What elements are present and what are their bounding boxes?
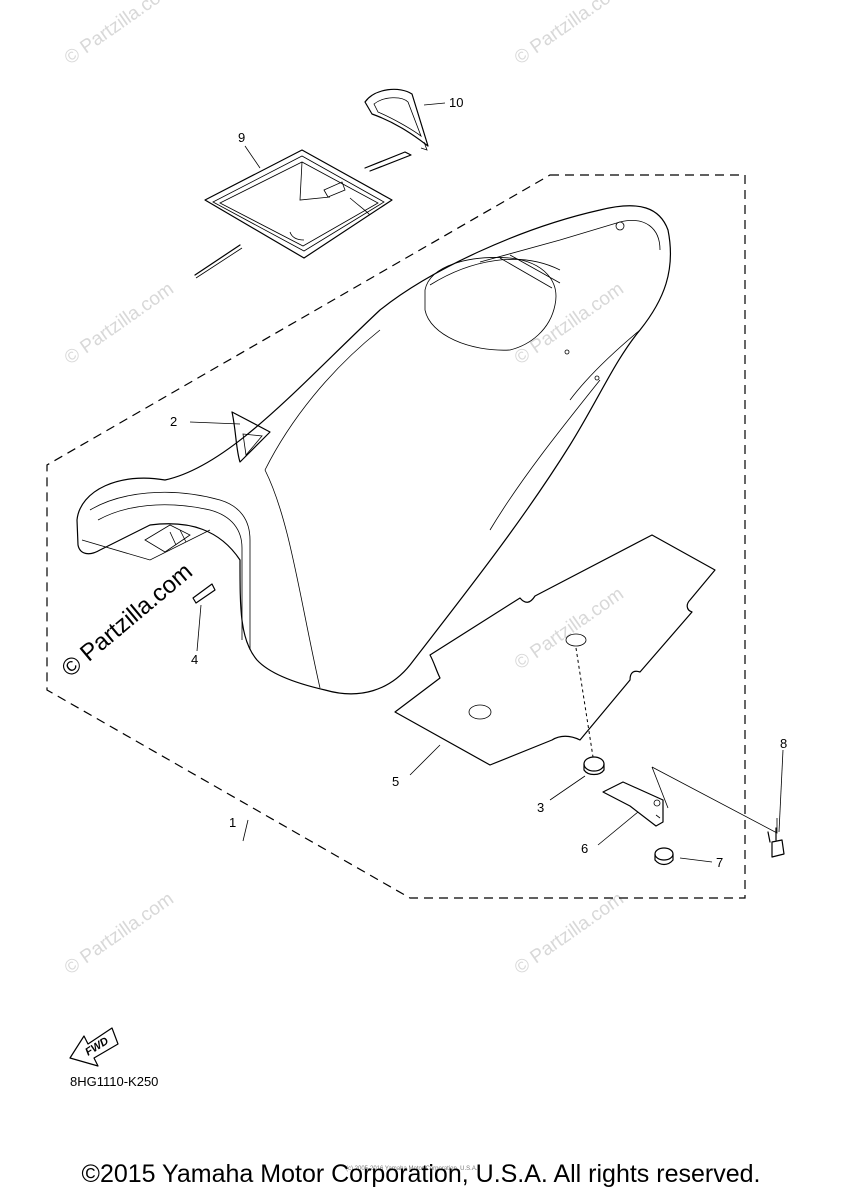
watermark-layer: © Partzilla.com © Partzilla.com © Partzi… [61,0,628,979]
callout-5: 5 [392,774,399,789]
callout-labels: 1 2 3 4 5 6 7 8 9 10 [170,95,787,870]
part-1-seat [76,205,672,695]
leader-lines [189,102,784,863]
watermark-text: © Partzilla.com [61,0,178,69]
fwd-arrow-icon: FWD [69,1027,119,1067]
watermark-text: © Partzilla.com [61,278,178,369]
callout-1: 1 [229,815,236,830]
assembly-boundary [46,174,746,899]
part-3-damper [575,647,605,776]
watermark-text: © Partzilla.com [511,0,628,69]
diagram-code: 8HG1110-K250 [70,1074,158,1089]
watermark-text: © Partzilla.com [511,888,628,979]
callout-10: 10 [449,95,463,110]
fwd-label: FWD [83,1035,111,1058]
callout-4: 4 [191,652,198,667]
part-10-strap [364,88,429,151]
callout-8: 8 [780,736,787,751]
part-9-seat-bag [194,149,412,279]
callout-3: 3 [537,800,544,815]
watermark-large: © Partzilla.com [57,558,198,683]
part-2-emblem [231,411,271,463]
part-4-clip [192,583,216,604]
watermark-text: © Partzilla.com [61,888,178,979]
copyright-notice: ©2015 Yamaha Motor Corporation, U.S.A. A… [81,1160,761,1188]
watermark-text: © Partzilla.com [511,583,628,674]
callout-2: 2 [170,414,177,429]
small-copyright: (c) 2005-2016 Yamaha Motor Corporation, … [346,1166,478,1172]
part-8-bolt [651,766,785,858]
callout-6: 6 [581,841,588,856]
part-6-bracket [602,781,664,827]
callout-9: 9 [238,130,245,145]
watermark-text: © Partzilla.com [511,278,628,369]
callout-7: 7 [716,855,723,870]
part-5-pad-sheet [394,534,716,766]
part-7-nut [654,847,674,866]
